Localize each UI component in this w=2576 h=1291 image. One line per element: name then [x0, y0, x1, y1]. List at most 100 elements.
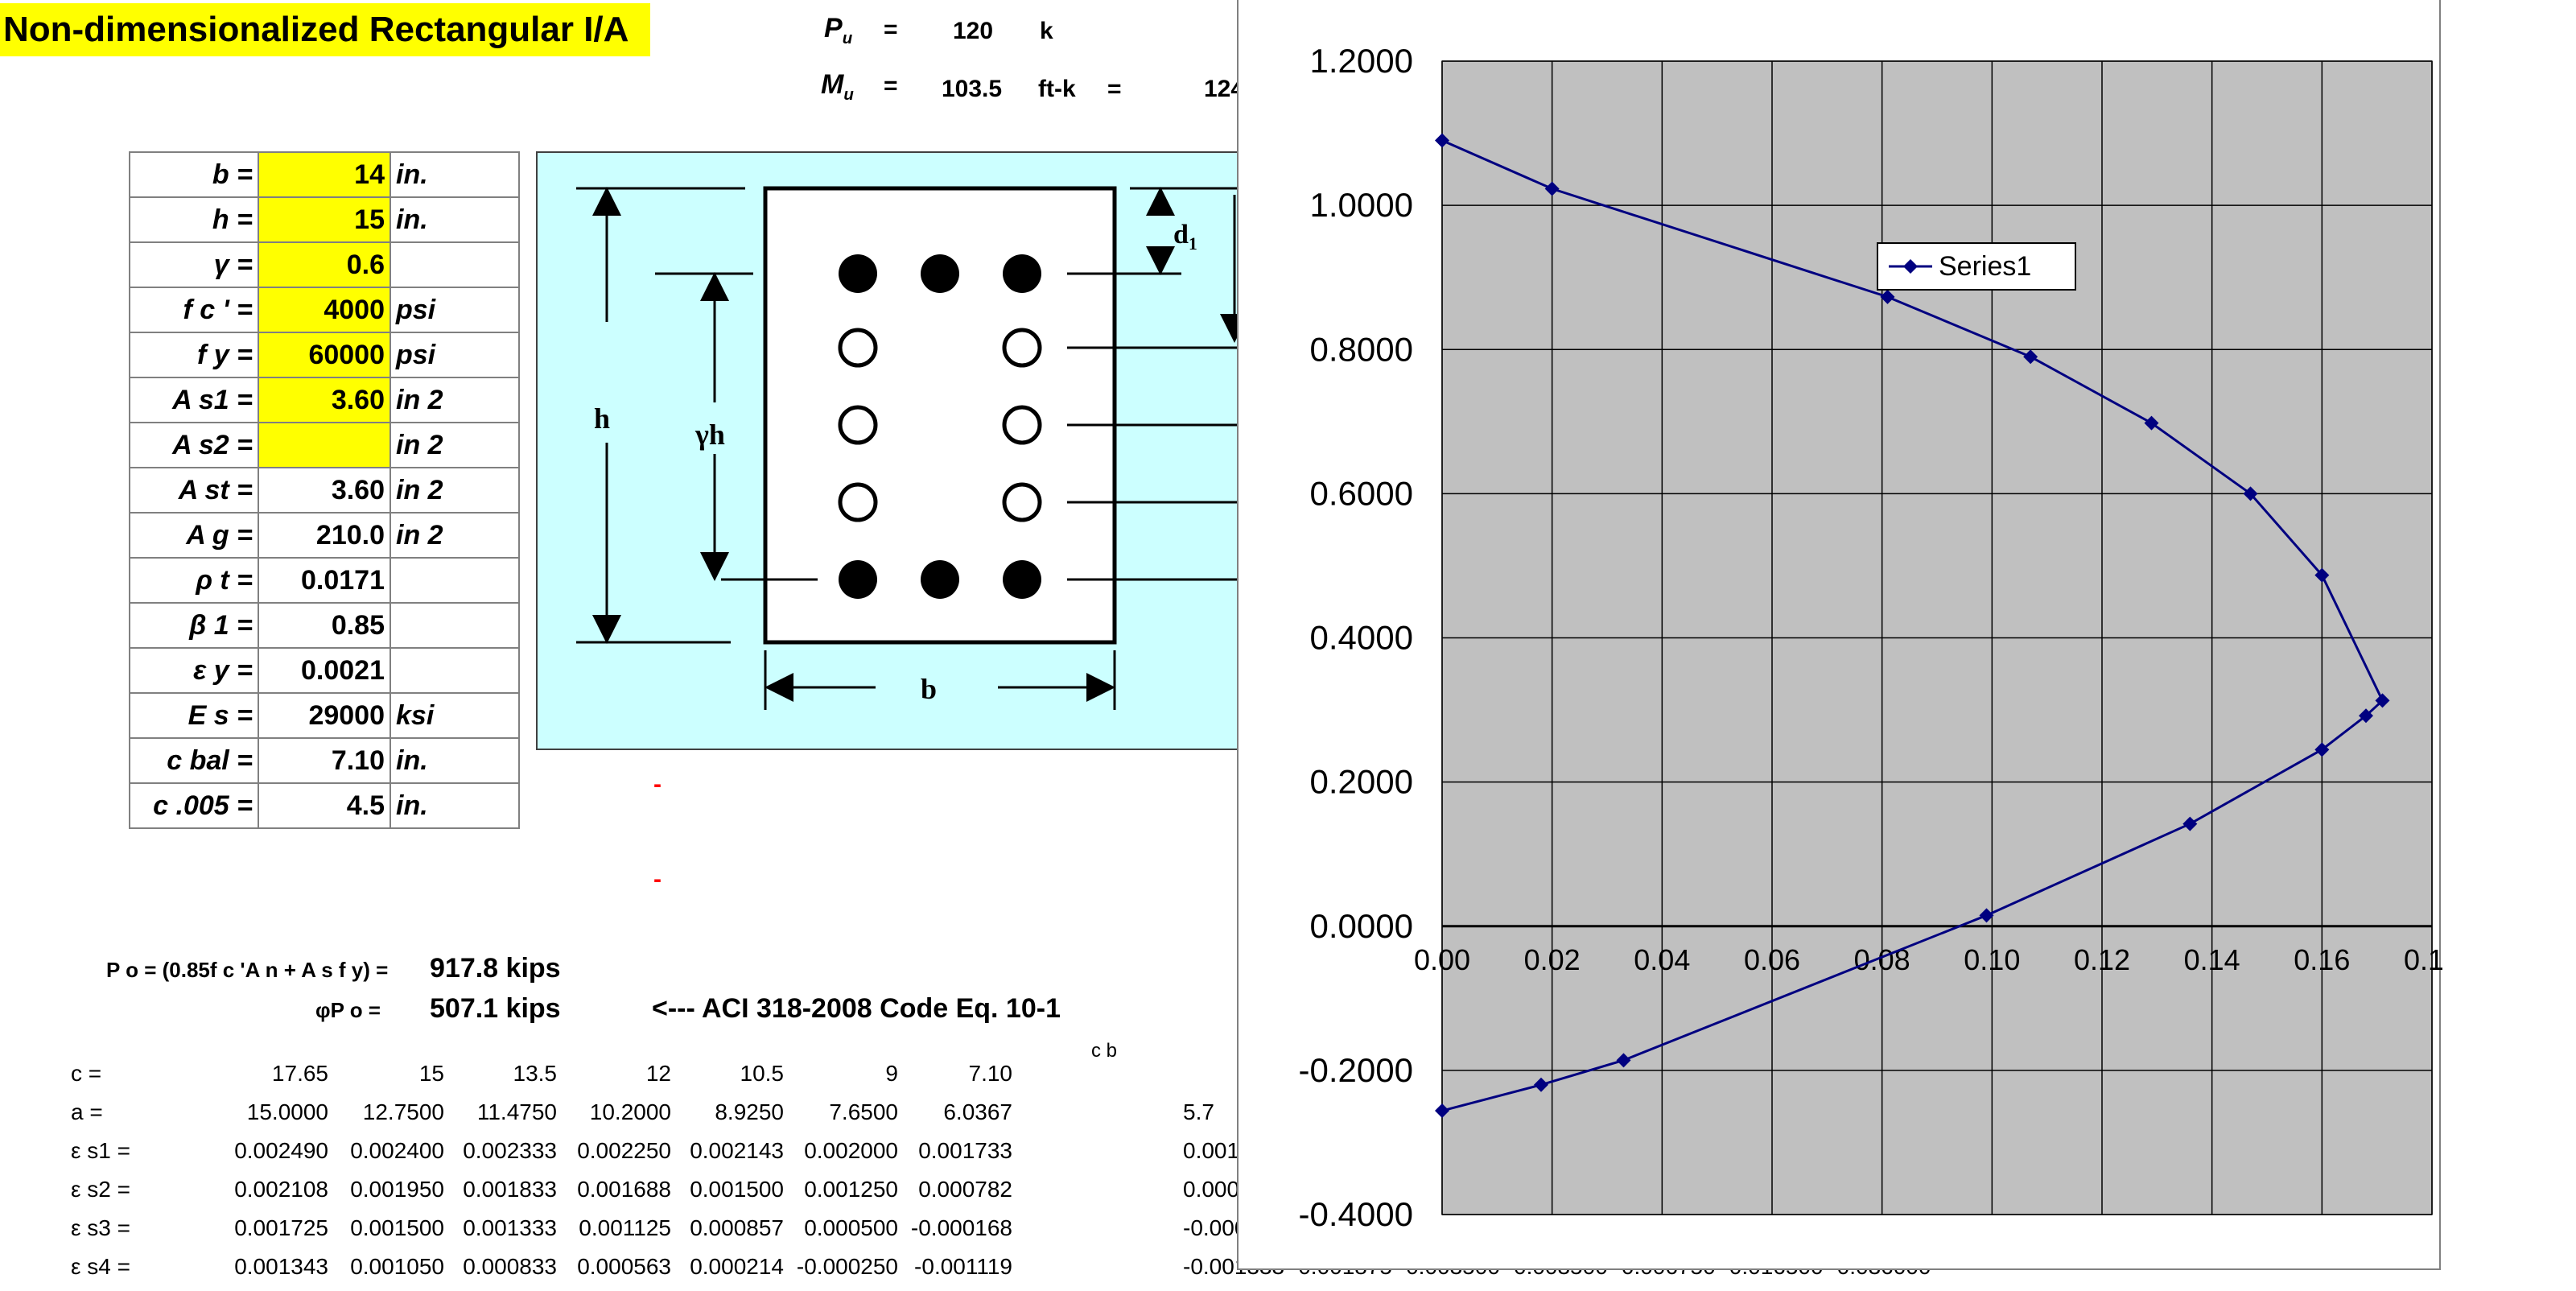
pu-label: Pu	[824, 13, 853, 47]
table-cell: 10.2000	[589, 1099, 671, 1124]
table-cell: 0.001733	[918, 1138, 1012, 1163]
input-value-cell[interactable]: 60000	[258, 332, 391, 378]
y-tick-label: 0.4000	[1310, 619, 1413, 657]
table-cell: 0.002333	[463, 1138, 557, 1163]
input-unit	[389, 602, 520, 649]
table-cell: 0.002000	[804, 1138, 898, 1163]
x-tick-label: 0.18	[2404, 943, 2442, 976]
rebar-solid	[921, 560, 959, 599]
x-tick-label: 0.04	[1634, 943, 1690, 976]
series-point	[1544, 181, 1560, 196]
input-row: γ =0.6	[129, 241, 520, 288]
input-value-cell[interactable]: 3.60	[258, 377, 391, 423]
input-unit: psi	[389, 332, 520, 378]
input-label: f y =	[129, 332, 259, 378]
rebar-hollow	[838, 405, 878, 445]
rebar-solid	[839, 560, 877, 599]
table-cell: 5.7	[1183, 1099, 1214, 1124]
pu-value[interactable]: 120	[953, 18, 994, 44]
table-row-label: ε s2 =	[71, 1177, 130, 1202]
red-dash: -	[653, 771, 662, 798]
input-unit: in 2	[389, 512, 520, 559]
input-label: A st =	[129, 467, 259, 514]
input-value-cell: 210.0	[258, 512, 391, 559]
table-cell: 0.002250	[577, 1138, 671, 1163]
series-point	[2314, 742, 2330, 757]
sheet-title: Non-dimensionalized Rectangular I/A	[0, 3, 650, 56]
input-unit: ksi	[389, 692, 520, 739]
input-unit: in 2	[389, 377, 520, 423]
input-label: c bal =	[129, 737, 259, 784]
input-value-cell: 0.0021	[258, 647, 391, 694]
table-cell: 8.9250	[715, 1099, 784, 1124]
table-cell: 0.001333	[463, 1215, 557, 1240]
rebar-solid	[921, 254, 959, 293]
series-point	[2182, 816, 2198, 831]
input-row: A s2 =in 2	[129, 422, 520, 468]
table-row-label: ε s1 =	[71, 1138, 130, 1163]
rebar-solid	[1003, 254, 1041, 293]
input-value-cell: 7.10	[258, 737, 391, 784]
table-cell: 0.001950	[350, 1177, 444, 1202]
mu-eq2: =	[1107, 76, 1122, 102]
pu-unit: k	[1040, 18, 1053, 44]
input-value-cell[interactable]	[258, 422, 391, 468]
table-cell: 0.000857	[690, 1215, 784, 1240]
table-row-label: ε s4 =	[71, 1254, 130, 1279]
mu-eq: =	[884, 72, 898, 99]
input-value-cell[interactable]: 4000	[258, 287, 391, 333]
table-cell: 12	[645, 1061, 671, 1086]
input-label: h =	[129, 196, 259, 243]
input-value-cell[interactable]: 14	[258, 151, 391, 198]
series-point	[1435, 133, 1449, 148]
rebar-hollow	[1002, 482, 1042, 522]
rebar-hollow	[838, 482, 878, 522]
input-value-cell[interactable]: 15	[258, 196, 391, 243]
table-cell: 12.7500	[362, 1099, 444, 1124]
y-tick-label: 0.0000	[1310, 907, 1413, 945]
h-label: h	[594, 402, 610, 435]
table-row-label: c =	[71, 1061, 102, 1086]
table-cell: 7.10	[968, 1061, 1013, 1086]
table-cell: 17.65	[271, 1061, 328, 1086]
series-point	[2314, 567, 2330, 583]
code-reference: <--- ACI 318-2008 Code Eq. 10-1	[652, 993, 1061, 1024]
input-unit	[389, 241, 520, 288]
series-point	[2375, 693, 2390, 708]
x-tick-label: 0.14	[2184, 943, 2240, 976]
phipo-value: 507.1 kips	[430, 993, 561, 1024]
y-tick-label: 0.6000	[1310, 474, 1413, 512]
input-row: β 1 =0.85	[129, 602, 520, 649]
table-cell: 0.001125	[579, 1215, 671, 1240]
input-label: A s1 =	[129, 377, 259, 423]
table-cell: -0.000	[1183, 1215, 1247, 1240]
table-cell: 15	[418, 1061, 444, 1086]
series-point	[1979, 908, 1994, 923]
table-cell: -0.001119	[914, 1254, 1012, 1279]
table-cell: 0.000782	[918, 1177, 1012, 1202]
series-point	[2023, 349, 2038, 365]
table-cell: 0.000214	[690, 1254, 784, 1279]
input-unit: psi	[389, 287, 520, 333]
mu-value[interactable]: 103.5	[942, 76, 1003, 102]
x-tick-label: 0.10	[1964, 943, 2020, 976]
table-cell: 0.001500	[350, 1215, 444, 1240]
input-unit: in.	[389, 196, 520, 243]
input-unit: in.	[389, 151, 520, 198]
table-cell: 0.000833	[463, 1254, 557, 1279]
input-value-cell[interactable]: 0.6	[258, 241, 391, 288]
table-cell: 0.002400	[350, 1138, 444, 1163]
table-cell: 0.001725	[234, 1215, 328, 1240]
input-unit	[389, 647, 520, 694]
rebar-hollow	[1002, 328, 1042, 368]
y-tick-label: -0.2000	[1299, 1051, 1413, 1089]
table-cell: 0.001	[1183, 1138, 1240, 1163]
mu-unit: ft-k	[1038, 76, 1076, 102]
